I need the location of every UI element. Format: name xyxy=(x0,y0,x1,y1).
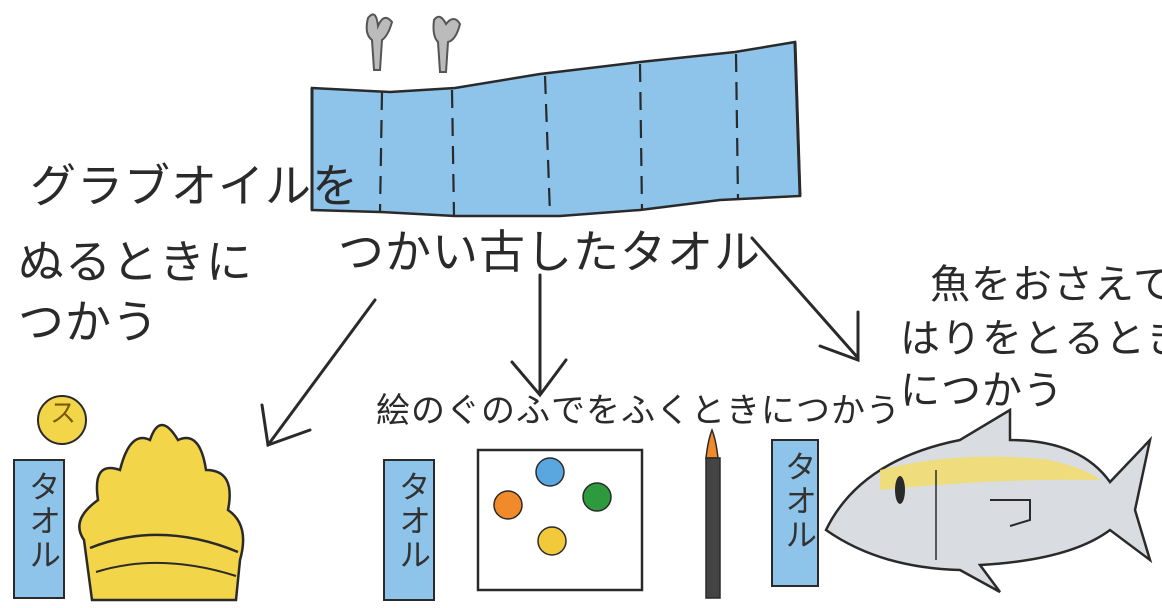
old-towel xyxy=(310,40,802,218)
glove-icon xyxy=(78,423,245,602)
clothespin-icon xyxy=(432,15,462,73)
middle-caption: 絵のぐのふでをふくときにつかう xyxy=(376,391,901,431)
right-caption-line1: 魚をおさえて xyxy=(930,262,1162,308)
towel-left-label: タオル xyxy=(24,470,62,572)
fish-icon xyxy=(824,407,1153,594)
palette xyxy=(476,448,644,592)
arrow-left xyxy=(260,298,377,448)
towel-right-label: タオル xyxy=(780,450,818,552)
arrow-right xyxy=(750,236,860,363)
towel-right xyxy=(771,439,819,587)
fish-eye xyxy=(895,476,905,504)
paint-green xyxy=(582,482,612,512)
paintbrush-icon xyxy=(705,427,721,599)
softball-icon xyxy=(37,395,87,445)
left-caption-line3: つかう xyxy=(18,295,159,349)
towel-middle-label: タオル xyxy=(394,470,432,572)
paint-orange xyxy=(493,490,523,520)
towel-left xyxy=(13,459,65,599)
clothespin-icon xyxy=(365,13,394,71)
right-caption-line3: につかう xyxy=(900,368,1064,414)
left-caption-line2: ぬるときに xyxy=(18,235,253,289)
paint-yellow xyxy=(537,526,567,556)
towel-middle xyxy=(383,459,435,601)
towel-label: つかい古したタオル xyxy=(338,225,761,279)
ball-letter: ス xyxy=(50,399,78,429)
paint-blue xyxy=(535,457,565,487)
right-caption-line2: はりをとるとき xyxy=(900,316,1162,362)
arrow-middle xyxy=(510,273,568,398)
left-caption-line1: グラブオイルを xyxy=(30,159,359,213)
